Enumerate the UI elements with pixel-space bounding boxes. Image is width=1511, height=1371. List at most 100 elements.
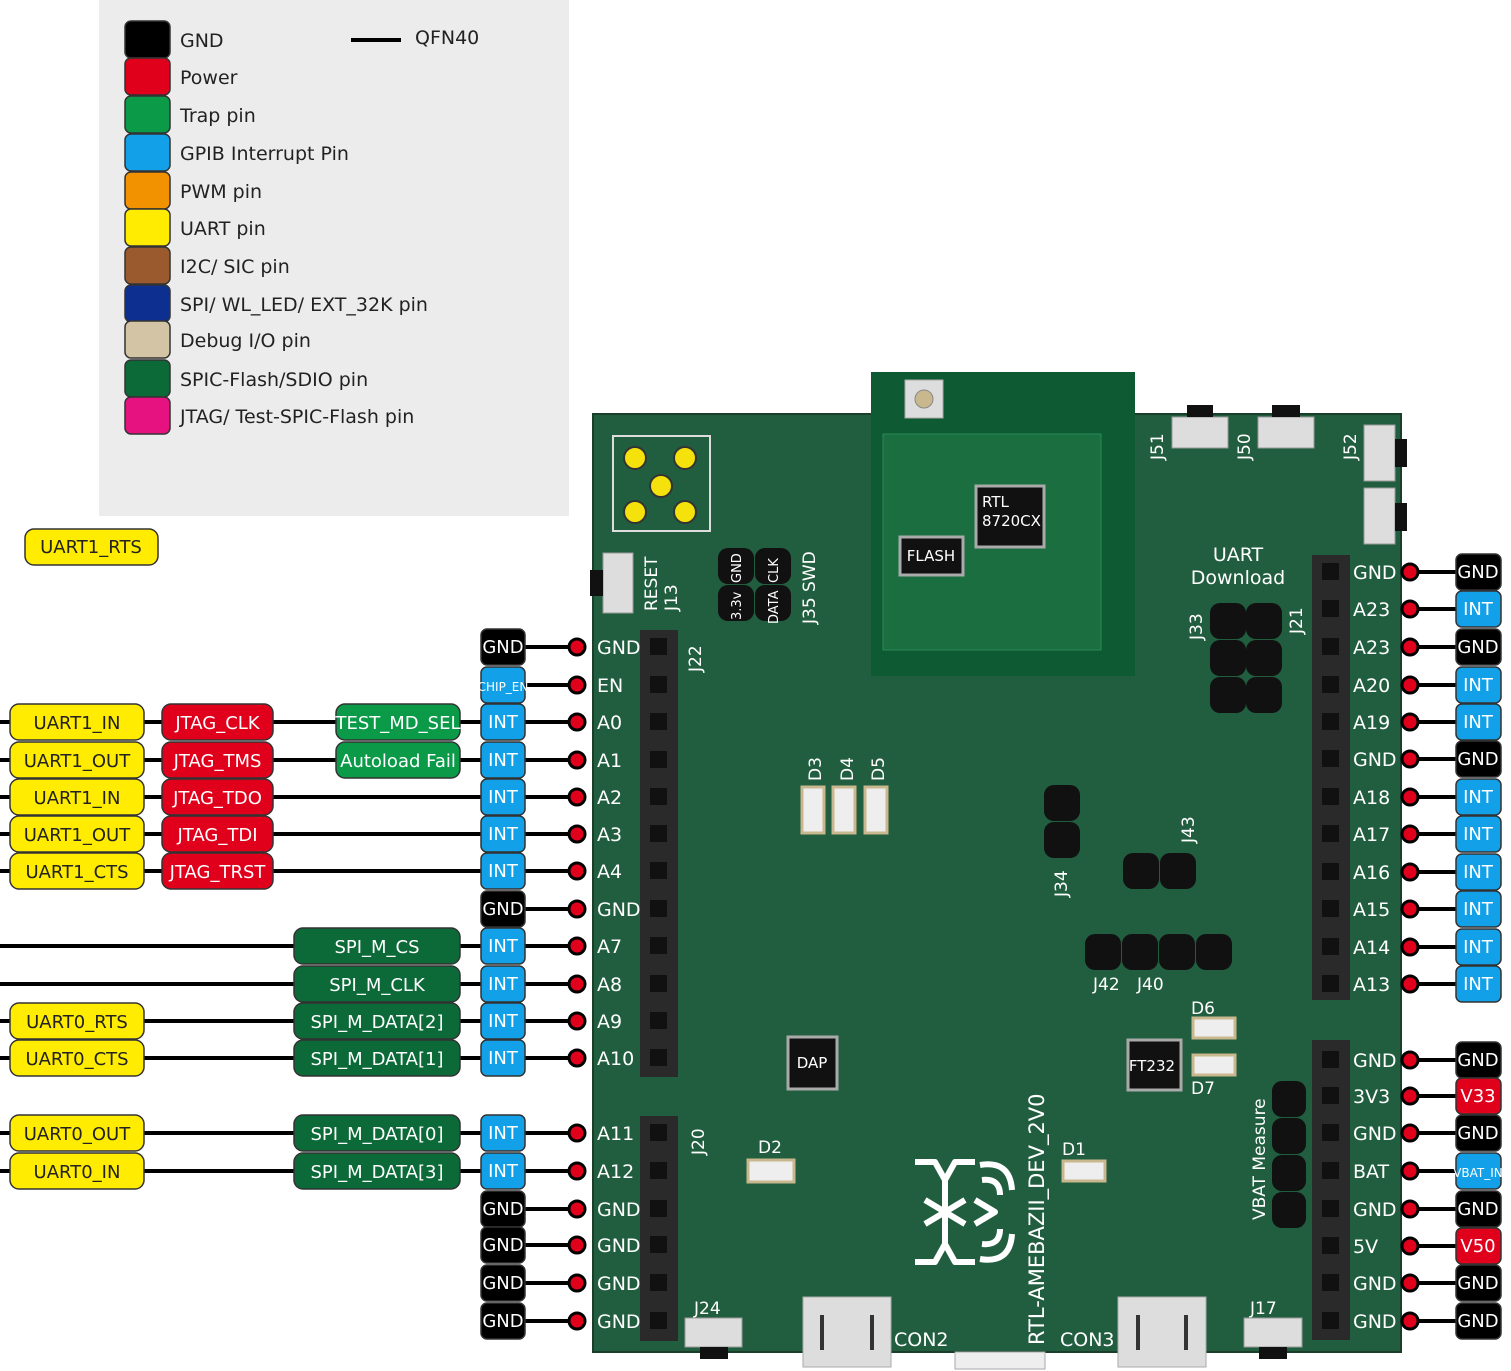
- pin-tag-box: [1455, 740, 1502, 778]
- switch-j17-cap: [1259, 1347, 1287, 1359]
- header-pin: [1322, 1237, 1339, 1254]
- pin-tag-label: GND: [1457, 1311, 1498, 1332]
- function-tag-label: JTAG_TRST: [169, 862, 267, 883]
- function-tag-box: [9, 1039, 145, 1077]
- pin-tag-box: [480, 927, 526, 965]
- pin-name: A11: [597, 1123, 634, 1145]
- pin-tag-label: INT: [488, 1161, 519, 1182]
- test-pad: [623, 500, 647, 524]
- pin-name: A2: [597, 787, 622, 809]
- pin-dot: [567, 824, 587, 844]
- function-tag-label: UART1_OUT: [24, 825, 131, 846]
- header-pin: [1322, 600, 1339, 617]
- header-pin: [1322, 1087, 1339, 1104]
- function-tag-label: UART0_RTS: [26, 1012, 128, 1033]
- j17-label: J17: [1249, 1299, 1277, 1319]
- pin-tag-box: [480, 1152, 526, 1190]
- logo-stroke: [979, 1161, 1015, 1196]
- usb-connector-con3: [1117, 1296, 1207, 1368]
- pin-name: A18: [1353, 787, 1390, 809]
- j24-label: J24: [693, 1299, 721, 1319]
- pin-name: GND: [1353, 749, 1397, 771]
- led-d3: [800, 785, 826, 835]
- pin-tag-label: GND: [482, 1235, 523, 1256]
- pin-dot: [1400, 1273, 1420, 1293]
- pin-tag-box: [1455, 965, 1502, 1003]
- function-tag-label: JTAG_CLK: [174, 713, 260, 734]
- pin-tag-box: [1455, 1152, 1502, 1190]
- legend-label: I2C/ SIC pin: [180, 256, 290, 278]
- pin-tag-label: GND: [482, 1273, 523, 1294]
- pin-tag-box: [1455, 1302, 1502, 1340]
- function-tag-box: [161, 815, 274, 853]
- pin-dot: [1400, 937, 1420, 957]
- ft232-label: FT232: [1129, 1057, 1175, 1075]
- pin-tag-box: [480, 1302, 526, 1340]
- pin-name: A23: [1353, 599, 1390, 621]
- header-j22: [640, 630, 678, 1077]
- pin-name: A15: [1353, 899, 1390, 921]
- pin-dot: [567, 1311, 587, 1331]
- pin-name: GND: [597, 1311, 641, 1333]
- pin-dot: [1400, 824, 1420, 844]
- legend-label: GND: [180, 30, 224, 52]
- pin-dot: [1400, 562, 1420, 582]
- pin-dot: [567, 1123, 587, 1143]
- legend-label: JTAG/ Test-SPIC-Flash pin: [179, 406, 414, 428]
- header-pin: [1322, 1124, 1339, 1141]
- header-pin: [650, 937, 667, 954]
- pin-name: A4: [597, 861, 622, 883]
- function-tag-label: SPI_M_DATA[3]: [311, 1162, 444, 1183]
- header-pin: [1322, 1200, 1339, 1217]
- pin-tag-label: GND: [1457, 1050, 1498, 1071]
- pin-name: A0: [597, 712, 622, 734]
- header-pin: [1322, 676, 1339, 693]
- con3-label: CON3: [1060, 1329, 1115, 1351]
- test-pad: [649, 474, 673, 498]
- pin-name: A8: [597, 974, 622, 996]
- pin-name: GND: [1353, 1050, 1397, 1072]
- j52-label: J52: [1341, 433, 1361, 461]
- floating-tag-label: UART1_RTS: [40, 537, 142, 558]
- header-pin: [650, 788, 667, 805]
- legend-swatch: [124, 20, 171, 59]
- function-tag-label: SPI_M_DATA[0]: [311, 1124, 444, 1145]
- function-tag-label: UART1_IN: [34, 788, 121, 809]
- pin-dot: [567, 861, 587, 881]
- pin-tag-box: [480, 852, 526, 890]
- usb-con2-body: [802, 1296, 892, 1368]
- switch-j50-cap: [1272, 405, 1300, 417]
- pin-name: GND: [1353, 562, 1397, 584]
- function-tag-box: [161, 703, 274, 741]
- header-pin: [1322, 900, 1339, 917]
- function-tag-label: SPI_M_CLK: [329, 975, 426, 996]
- header-pin: [650, 638, 667, 655]
- legend-swatch: [124, 208, 171, 247]
- header-right-bottom: [1312, 1040, 1350, 1340]
- pin-dot: [1400, 675, 1420, 695]
- header-pin: [650, 825, 667, 842]
- function-tag-box: [161, 741, 274, 779]
- function-tag-box: [293, 1114, 461, 1152]
- function-tag-label: SPI_M_CS: [334, 937, 419, 958]
- pin-dot: [567, 750, 587, 770]
- vbat-pin: [1272, 1155, 1306, 1191]
- legend-swatch: [124, 320, 171, 359]
- test-pad: [623, 446, 647, 470]
- pin-tag-box: [1455, 553, 1502, 591]
- pin-tag-label: INT: [1463, 712, 1494, 733]
- pin-name: A20: [1353, 675, 1390, 697]
